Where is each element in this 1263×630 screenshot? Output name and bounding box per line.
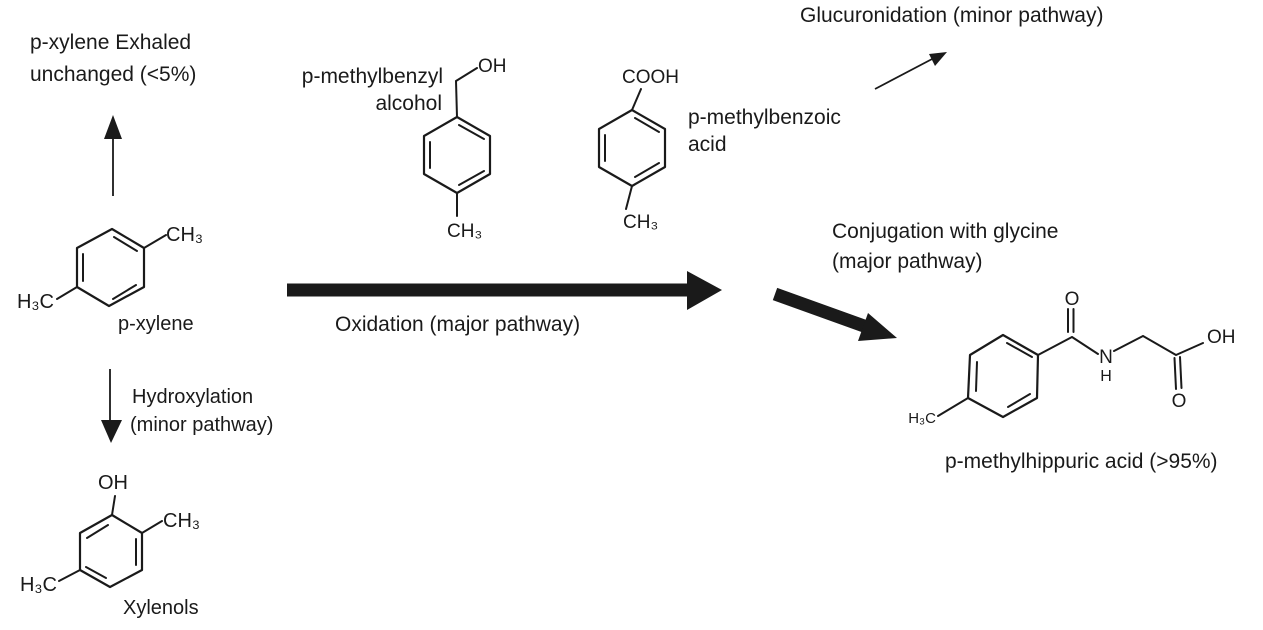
p-methylbenzyl-alcohol-structure: p-methylbenzyl alcohol OH CH₃ — [302, 56, 507, 242]
hydroxyl-label: OH — [478, 56, 507, 77]
benzene-ring — [966, 333, 1040, 419]
benzene-ring — [75, 227, 146, 308]
methyl-label: CH₃ — [163, 510, 200, 532]
carbonyl-double-bond — [1173, 356, 1183, 390]
double-bonds — [85, 524, 137, 579]
benzene-ring — [78, 513, 144, 589]
substituent-bonds — [455, 67, 478, 217]
up-arrow-head-icon — [104, 115, 122, 139]
substituent-bonds — [625, 88, 642, 210]
molecule-name-line1: p-methylbenzoic — [688, 106, 841, 129]
double-bonds — [82, 236, 138, 300]
amide-nitrogen-label: N — [1099, 347, 1113, 368]
molecule-name: p-methylhippuric acid (>95%) — [945, 450, 1218, 473]
hydroxyl-label: OH — [98, 472, 128, 494]
double-bonds — [604, 117, 660, 178]
double-bonds — [975, 342, 1033, 408]
methyl-label: CH₃ — [166, 224, 203, 246]
carbonyl-oxygen-label: O — [1172, 391, 1187, 412]
glucuronidation-arrow-shaft — [874, 57, 935, 90]
conjugation-arrow-shaft — [772, 287, 867, 333]
conjugation-arrow-head-icon — [858, 313, 897, 341]
substituent-bonds — [58, 495, 163, 582]
methyl-label: CH₃ — [447, 221, 482, 242]
xylenols-structure: OH CH₃ H₃C Xylenols — [20, 472, 200, 619]
p-methylhippuric-acid-structure: O N H OH O H₃C p-methylhippuric acid (>9… — [908, 289, 1235, 473]
conjugation-label-line2: (major pathway) — [832, 250, 983, 273]
glucuronidation-label: Glucuronidation (minor pathway) — [800, 4, 1103, 27]
exhaled-up-arrow — [104, 115, 122, 196]
molecule-name: p-xylene — [118, 313, 194, 335]
methyl-label: H₃C — [17, 291, 54, 313]
benzene-ring — [597, 108, 667, 188]
methyl-label: CH₃ — [623, 212, 658, 233]
molecule-name: Xylenols — [123, 597, 199, 619]
molecule-name-line2: acid — [688, 133, 727, 156]
molecule-name-line1: p-methylbenzyl — [302, 65, 443, 88]
oxidation-arrow: Oxidation (major pathway) — [287, 271, 722, 336]
chain-bonds — [937, 335, 1204, 417]
oxidation-arrow-head-icon — [687, 271, 722, 310]
hydroxylation-annotation: Hydroxylation (minor pathway) — [130, 386, 273, 436]
exhaled-label-line1: p-xylene Exhaled — [30, 31, 191, 54]
conjugation-label-line1: Conjugation with glycine — [832, 220, 1058, 243]
hydroxylation-arrow — [101, 369, 122, 443]
methyl-label: H₃C — [908, 410, 936, 427]
carbonyl-double-bond — [1067, 308, 1075, 333]
methyl-label: H₃C — [20, 574, 57, 596]
hydroxylation-label-line2: (minor pathway) — [130, 414, 273, 436]
benzene-ring — [422, 115, 492, 195]
exhaled-annotation: p-xylene Exhaled unchanged (<5%) — [30, 31, 196, 86]
carbonyl-oxygen-label: O — [1065, 289, 1080, 310]
amide-hydrogen-label: H — [1100, 368, 1112, 385]
p-methylbenzoic-acid-structure: COOH CH₃ p-methylbenzoic acid — [597, 67, 841, 233]
substituent-bonds — [56, 234, 167, 300]
conjugation-annotation: Conjugation with glycine (major pathway) — [772, 220, 1058, 341]
double-bonds — [429, 124, 485, 186]
carboxyl-label: COOH — [622, 67, 679, 88]
exhaled-label-line2: unchanged (<5%) — [30, 63, 196, 86]
p-xylene-structure: CH₃ H₃C p-xylene — [17, 224, 203, 335]
hydroxylation-label-line1: Hydroxylation — [132, 386, 253, 408]
molecule-name-line2: alcohol — [375, 92, 442, 115]
hydroxyl-label: OH — [1207, 327, 1236, 348]
glucuronidation-annotation: Glucuronidation (minor pathway) — [800, 4, 1103, 90]
glucuronidation-arrow-head-icon — [929, 52, 947, 66]
down-arrow-head-icon — [101, 420, 122, 443]
oxidation-label: Oxidation (major pathway) — [335, 313, 580, 336]
